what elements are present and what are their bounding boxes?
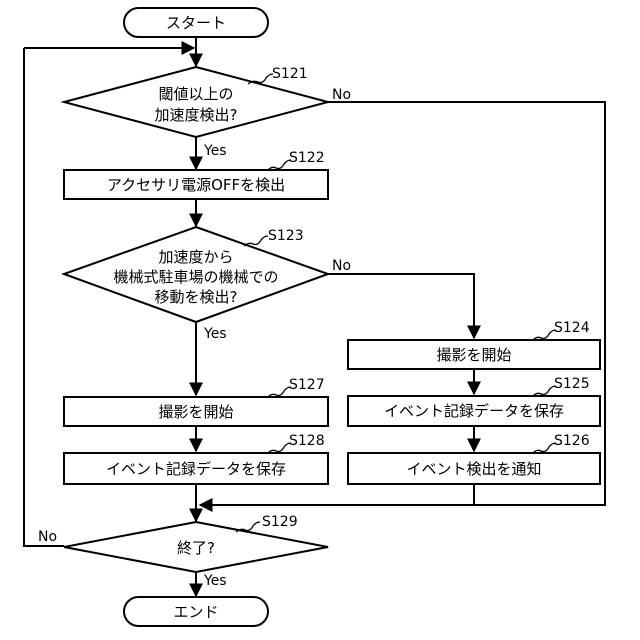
flow-s129-no bbox=[24, 48, 64, 546]
s121-line-2: 加速度検出? bbox=[155, 106, 238, 124]
s129-label: 終了? bbox=[177, 539, 215, 557]
s121-id: S121 bbox=[272, 66, 308, 82]
s123-no-label: No bbox=[332, 258, 351, 274]
s123-line-3: 移動を検出? bbox=[155, 288, 238, 306]
flow-s123-no bbox=[328, 274, 474, 338]
s123-id: S123 bbox=[268, 228, 304, 244]
s124-id: S124 bbox=[554, 320, 590, 336]
s125-id: S125 bbox=[554, 376, 590, 392]
s122-label: アクセサリ電源OFFを検出 bbox=[107, 176, 285, 194]
end-label: エンド bbox=[173, 603, 218, 621]
connectors bbox=[24, 37, 605, 596]
s123-line-1: 加速度から bbox=[158, 248, 233, 266]
s128-id: S128 bbox=[289, 433, 325, 449]
decision-s129: 終了? S129 No Yes bbox=[38, 514, 328, 589]
s122-leader bbox=[268, 160, 291, 170]
end-terminal: エンド bbox=[124, 597, 268, 626]
s129-id: S129 bbox=[262, 514, 298, 530]
s125-label: イベント記録データを保存 bbox=[384, 402, 564, 420]
flow-s121-no bbox=[200, 102, 605, 505]
start-terminal: スタート bbox=[124, 8, 268, 37]
s123-leader bbox=[244, 236, 268, 246]
decision-s121: 閾値以上の 加速度検出? S121 No Yes bbox=[64, 66, 351, 159]
s121-leader bbox=[248, 74, 273, 84]
decision-s123: 加速度から 機械式駐車場の機械での 移動を検出? S123 No Yes bbox=[64, 227, 351, 342]
s129-yes-label: Yes bbox=[203, 573, 227, 589]
s128-label: イベント記録データを保存 bbox=[106, 460, 286, 478]
s126-leader bbox=[533, 443, 556, 453]
s121-line-1: 閾値以上の bbox=[158, 85, 233, 103]
s127-id: S127 bbox=[289, 377, 325, 393]
start-label: スタート bbox=[166, 14, 226, 32]
s123-yes-label: Yes bbox=[203, 326, 227, 342]
s124-label: 撮影を開始 bbox=[436, 346, 511, 364]
s129-leader bbox=[236, 522, 260, 532]
s128-leader bbox=[268, 443, 291, 453]
s127-leader bbox=[268, 387, 291, 397]
s121-no-label: No bbox=[332, 87, 351, 103]
s126-label: イベント検出を通知 bbox=[406, 460, 541, 478]
s121-yes-label: Yes bbox=[203, 143, 227, 159]
s122-id: S122 bbox=[289, 150, 325, 166]
s127-label: 撮影を開始 bbox=[158, 403, 233, 421]
s129-no-label: No bbox=[38, 529, 57, 545]
s125-leader bbox=[533, 386, 556, 396]
s123-line-2: 機械式駐車場の機械での bbox=[113, 268, 278, 286]
s126-id: S126 bbox=[554, 433, 590, 449]
s124-leader bbox=[533, 330, 556, 340]
